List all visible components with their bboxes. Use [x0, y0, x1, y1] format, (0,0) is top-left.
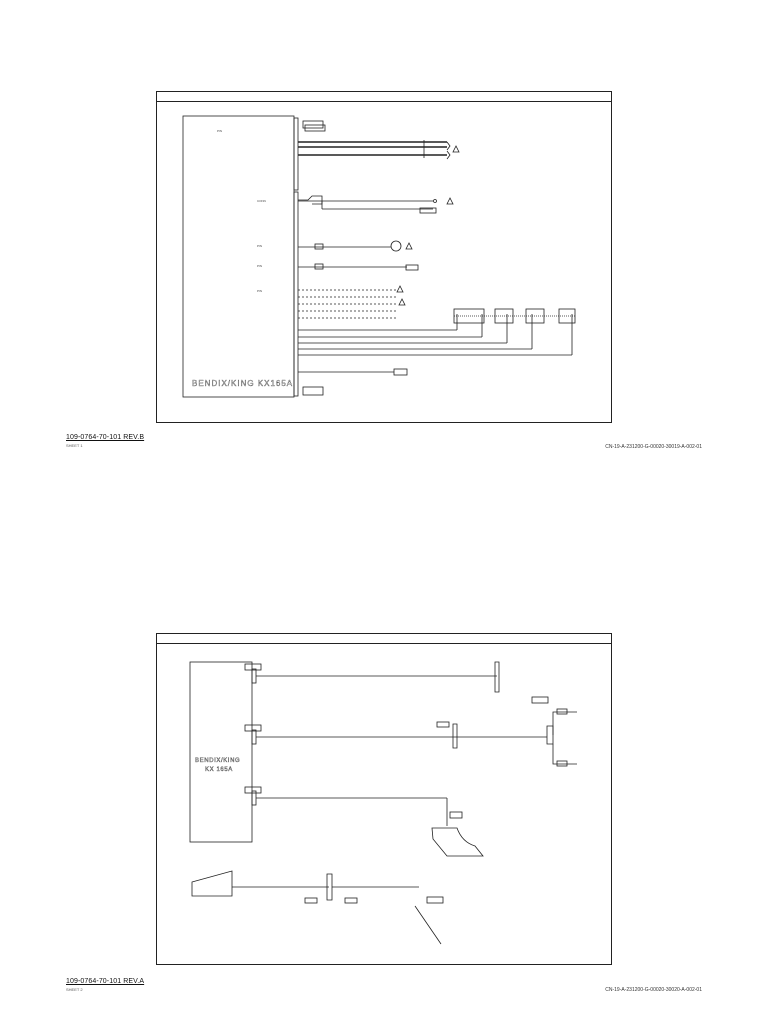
svg-text:PIN: PIN	[257, 264, 262, 268]
svg-text:PIN: PIN	[217, 129, 222, 133]
sheet-1-number: SHEET 1	[66, 443, 83, 448]
sheet-2-unit-label-line2: KX 165A	[205, 767, 233, 773]
sheet-1-unit-label: BENDIX/KING KX165A	[192, 379, 293, 388]
svg-text:PIN: PIN	[257, 244, 262, 248]
svg-text:CONN: CONN	[257, 199, 266, 203]
sheet-2-document-code: CN-19-A-231200-G-00020-30020-A-002-01	[605, 987, 702, 993]
sheet-1-document-code: CN-19-A-231200-G-00020-30019-A-002-01	[605, 444, 702, 450]
wiring-diagram-1: PIN CONN PIN PIN PIN BENDIX/KING KX165A	[182, 115, 576, 398]
sheet-1-title-bar	[157, 101, 611, 102]
schematic-sheet-2: BENDIX/KING KX 165A	[156, 633, 612, 965]
wiring-diagram-2: BENDIX/KING KX 165A	[189, 661, 577, 945]
sheet-1-figure-reference: 109-0764-70-101 REV.B	[66, 434, 145, 441]
sheet-2-title-bar	[157, 643, 611, 644]
sheet-2-figure-reference: 109-0764-70-101 REV.A	[66, 978, 145, 985]
svg-text:PIN: PIN	[257, 289, 262, 293]
sheet-2-number: SHEET 2	[66, 987, 83, 992]
sheet-2-unit-label-line1: BENDIX/KING	[195, 758, 240, 764]
kx165a-unit-box-2	[189, 661, 253, 843]
kx165a-unit-box	[182, 115, 295, 398]
schematic-sheet-1: PIN CONN PIN PIN PIN BENDIX/KING KX165A	[156, 91, 612, 423]
